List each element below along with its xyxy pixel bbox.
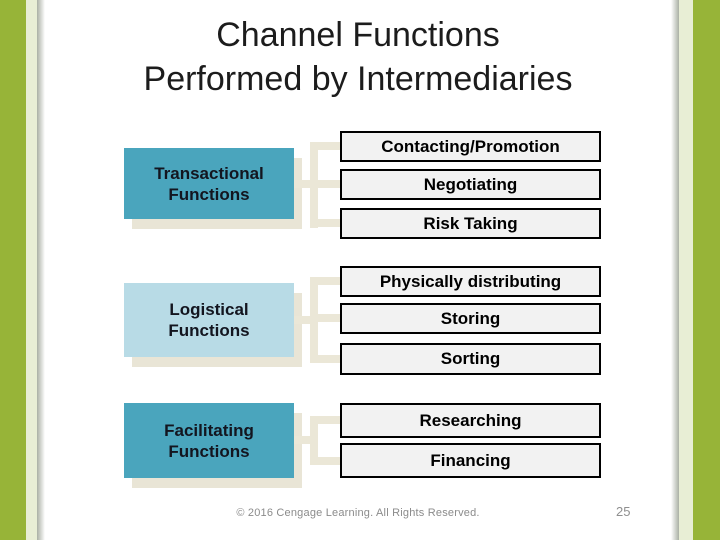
left-green-accent-bar (0, 0, 26, 540)
connector-stub-g1-3 (318, 219, 340, 227)
item-label: Storing (440, 308, 501, 328)
connector-main-g2 (294, 316, 318, 324)
category-box-facilitating: Facilitating Functions (124, 403, 294, 478)
function-item-physically-distributing: Physically distributing (340, 266, 601, 297)
item-label: Contacting/Promotion (381, 136, 560, 156)
left-edge-shadow (37, 0, 45, 540)
function-item-risk-taking: Risk Taking (340, 208, 601, 239)
page-number: 25 (616, 504, 631, 519)
connector-vertical-g3 (310, 416, 318, 465)
connector-stub-g3-1 (318, 416, 340, 424)
right-pale-accent-bar (679, 0, 693, 540)
category-label-line1: Facilitating (164, 420, 254, 440)
category-box-transactional: Transactional Functions (124, 148, 294, 219)
category-box-logistical: Logistical Functions (124, 283, 294, 357)
connector-stub-g2-3 (318, 355, 340, 363)
connector-vertical-g1 (310, 142, 318, 228)
slide-title-line2: Performed by Intermediaries (143, 60, 573, 98)
item-label: Sorting (440, 349, 501, 368)
function-item-financing: Financing (340, 443, 601, 478)
category-label-line1: Logistical (169, 300, 249, 319)
connector-vertical-g2 (310, 277, 318, 363)
item-label: Financing (430, 450, 511, 470)
left-pale-accent-bar (26, 0, 37, 540)
right-green-accent-bar (693, 0, 720, 540)
footer-copyright: © 2016 Cengage Learning. All Rights Rese… (236, 507, 480, 519)
connector-stub-g2-1 (318, 277, 340, 285)
category-label-line2: Functions (168, 321, 250, 340)
category-label-line2: Functions (168, 441, 250, 461)
function-item-negotiating: Negotiating (340, 169, 601, 200)
slide-title-line1: Channel Functions (216, 16, 500, 54)
function-item-researching: Researching (340, 403, 601, 438)
connector-main-g3 (294, 436, 318, 444)
item-label: Risk Taking (423, 213, 518, 233)
connector-stub-g2-2 (318, 314, 340, 322)
connector-stub-g1-1 (318, 142, 340, 150)
item-label: Negotiating (423, 174, 518, 194)
connector-main-g1 (294, 180, 318, 188)
item-label: Researching (419, 410, 522, 430)
connector-stub-g3-2 (318, 457, 340, 465)
connector-stub-g1-2 (318, 180, 340, 188)
category-label-line1: Transactional (154, 163, 264, 183)
slide-title: Channel Functions Performed by Intermedi… (40, 13, 676, 101)
function-item-storing: Storing (340, 303, 601, 334)
function-item-sorting: Sorting (340, 343, 601, 375)
function-item-contacting-promotion: Contacting/Promotion (340, 131, 601, 162)
right-edge-shadow (671, 0, 679, 540)
category-label-line2: Functions (168, 184, 250, 204)
item-label: Physically distributing (379, 271, 562, 291)
